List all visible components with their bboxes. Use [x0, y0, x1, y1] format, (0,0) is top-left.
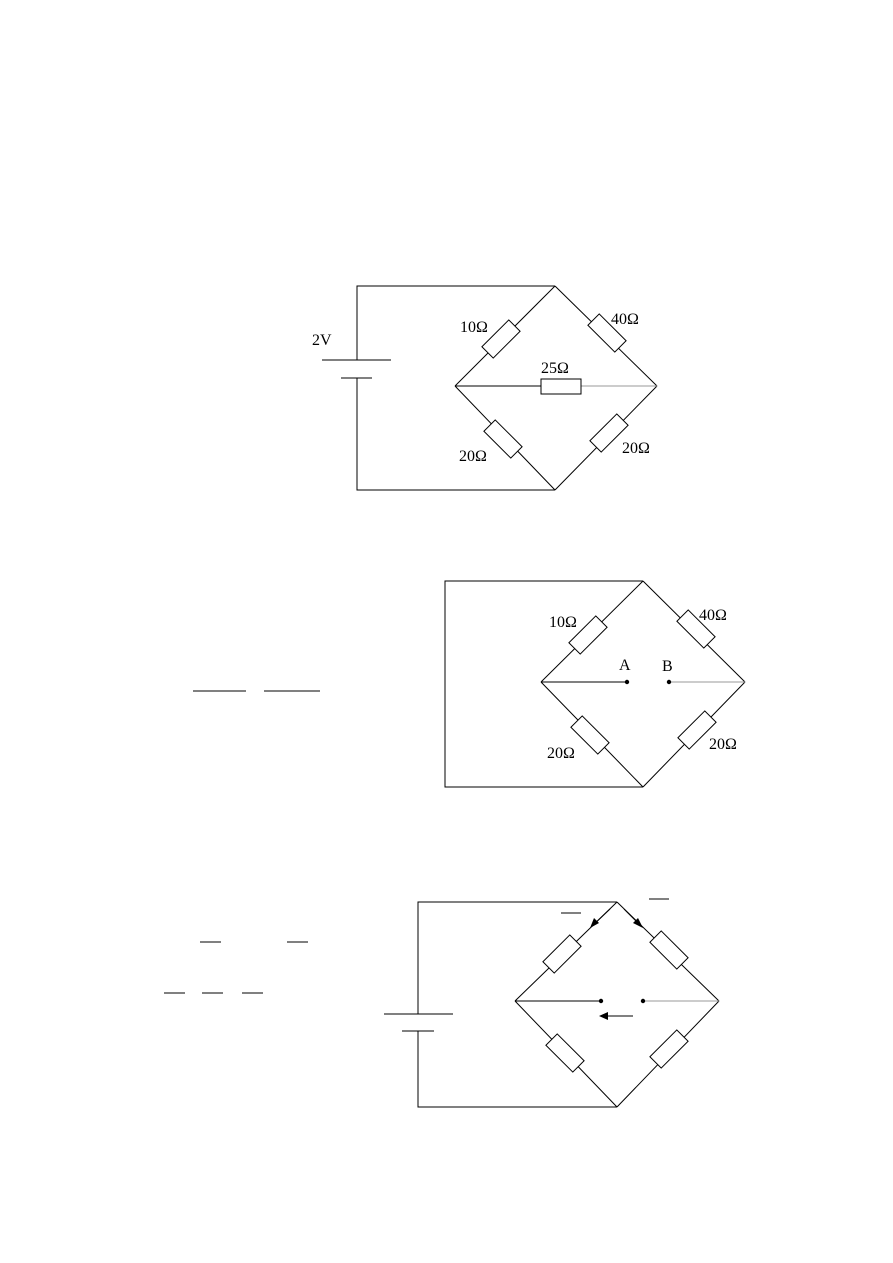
outer-loop-wire [444, 580, 643, 788]
circuit-diagram-3 [384, 898, 720, 1108]
label-top-left: 10Ω [549, 614, 577, 631]
resistor-bottom-left [570, 715, 610, 755]
battery-symbol [322, 359, 391, 379]
resistor-bottom-left [545, 1033, 585, 1073]
fraction-bars-group-2 [164, 941, 308, 994]
resistor-bottom-right [677, 710, 717, 750]
label-top-right: 40Ω [611, 311, 639, 328]
resistor-bottom-right [649, 1029, 689, 1069]
node-b-label: B [662, 658, 673, 675]
bottom-wire [356, 378, 555, 491]
arrow-head [633, 918, 643, 928]
node-a-dot [624, 679, 630, 685]
resistor-top-right [649, 930, 689, 970]
resistor-top-left [481, 319, 521, 359]
current-arrow-right [623, 908, 643, 928]
node-a-label: A [619, 657, 631, 674]
battery-symbol [384, 1013, 453, 1032]
node-left-dot [598, 998, 604, 1004]
arrow-head [590, 918, 599, 928]
resistor-bottom-right [589, 413, 629, 453]
label-bottom-left: 20Ω [459, 448, 487, 465]
label-bottom-left: 20Ω [547, 745, 575, 762]
resistor-top-left [568, 615, 608, 655]
label-top-left: 10Ω [460, 319, 488, 336]
source-label: 2V [312, 332, 332, 349]
circuit-diagram-1: 2V 10Ω 40Ω 25Ω 20Ω 20Ω [312, 285, 658, 491]
current-arrow-branch [599, 1012, 633, 1020]
arrow-head [599, 1012, 608, 1020]
top-wire [356, 285, 555, 360]
resistor-bridge [540, 378, 582, 395]
label-top-right: 40Ω [699, 607, 727, 624]
resistor-top-left [542, 934, 582, 974]
resistor-bottom-left [483, 419, 523, 459]
resistor-top-right [587, 313, 627, 353]
node-right-dot [640, 998, 646, 1004]
resistor-top-right [676, 609, 716, 649]
label-bottom-right: 20Ω [622, 440, 650, 457]
label-bridge: 25Ω [541, 360, 569, 377]
bottom-wire [417, 1031, 617, 1108]
node-b-dot [666, 679, 672, 685]
circuit-diagram-2: A B 10Ω 40Ω 20Ω 20Ω [444, 580, 746, 788]
current-arrow-left [590, 908, 611, 928]
label-bottom-right: 20Ω [709, 736, 737, 753]
top-wire [417, 901, 617, 1014]
